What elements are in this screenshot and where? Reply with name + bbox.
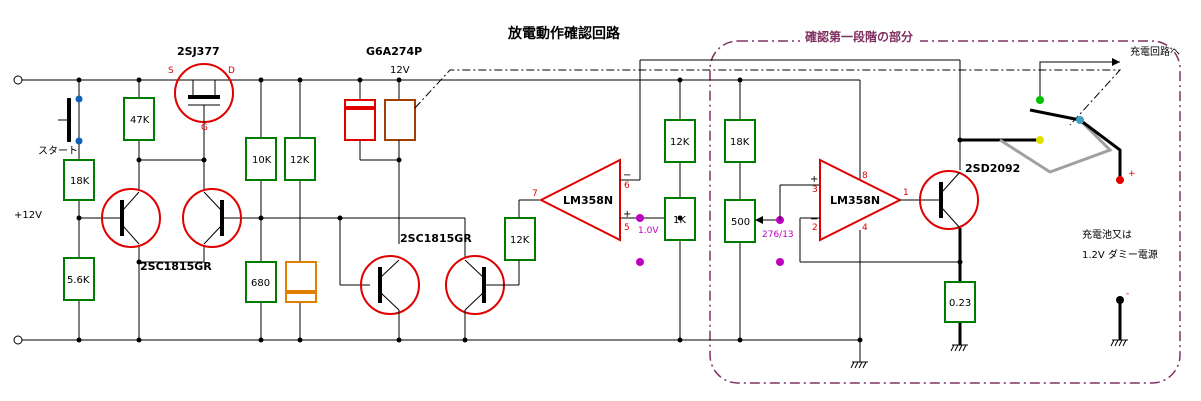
relay-link-dashed [414,69,1122,126]
svg-text:5.6K: 5.6K [67,275,90,286]
svg-text:8: 8 [862,171,868,181]
resistor-18k-a: 18K [63,159,95,201]
q-out-label: 2SD2092 [965,162,1020,175]
svg-text:1: 1 [903,188,909,198]
svg-text:−: − [623,170,631,181]
opamp-2: LM358N 3 2 8 4 1 + − [810,158,909,242]
ground-sense [950,344,968,352]
svg-text:4: 4 [862,223,868,233]
probe-1v [636,214,644,222]
battery-minus: - [1126,289,1129,299]
svg-text:18K: 18K [730,137,750,148]
resistor-023: 0.23 [944,281,976,323]
fet-2sj377: S D G [168,63,235,190]
probe-gnd-1 [636,258,644,266]
resistor-12k-b: 12K [664,119,696,163]
q-mid-label: 2SC1815GR [400,232,472,245]
resistor-1k: 1K [664,197,696,241]
supply-label: +12V [14,210,42,221]
diagram-title: 放電動作確認回路 [507,25,621,42]
svg-text:680: 680 [251,278,270,289]
transistor-2sd2092 [919,170,979,230]
opamp-1: LM358N 7 6 5 − + [532,158,631,242]
svg-text:7: 7 [532,189,538,199]
transistor-q2 [182,188,242,248]
resistor-47k: 47K [123,97,155,141]
svg-text:+: + [810,174,818,185]
svg-text:12K: 12K [670,137,690,148]
svg-text:+: + [623,209,631,220]
svg-text:−: − [810,214,818,225]
svg-text:500: 500 [731,217,750,228]
relay-label: G6A274P [366,45,422,58]
battery-label-1: 充電池又は [1082,228,1132,241]
battery-plus: + [1128,169,1136,179]
svg-text:LM358N: LM358N [830,194,880,207]
wire-charge-path [1039,61,1120,100]
resistor-18k-b: 18K [724,119,756,163]
svg-text:0.23: 0.23 [949,298,971,309]
section-box [709,40,1181,384]
relay-g6a274p [344,80,416,244]
svg-text:6: 6 [624,181,630,191]
battery-ground [1110,296,1128,347]
svg-text:2: 2 [812,223,818,233]
transistor-q3 [360,255,420,315]
rail-12v-label: 12V [390,65,410,76]
svg-text:1K: 1K [673,215,686,226]
svg-text:G: G [201,123,208,133]
resistor-10k: 10K [245,137,277,181]
charge-path-arrow [1112,58,1120,66]
svg-text:LM358N: LM358N [563,194,613,207]
start-label: スタート [38,145,78,157]
resistor-680: 680 [245,261,277,303]
resistor-12k-c: 12K [504,217,536,261]
svg-text:5: 5 [624,223,630,233]
svg-text:18K: 18K [70,176,90,187]
q-left-label: 2SC1815GR [140,260,212,273]
resistor-5k6: 5.6K [63,257,95,301]
svg-text:47K: 47K [130,115,150,126]
resistor-500: 500 [724,199,756,243]
capacitor [285,261,317,303]
transistor-q1 [101,188,161,248]
start-switch[interactable]: スタート [38,80,83,160]
section-label: 確認第一段階の部分 [805,29,913,44]
probe-gnd-2 [776,258,784,266]
svg-text:3: 3 [812,185,818,195]
svg-text:12K: 12K [290,155,310,166]
svg-text:S: S [168,66,174,76]
svg-text:D: D [228,66,235,76]
battery-label-2: 1.2V ダミー電源 [1082,248,1158,261]
charge-path-label: 充電回路へ [1130,45,1180,58]
fet-label: 2SJ377 [177,45,220,58]
section-label-bg [800,28,920,44]
voltage-ref: 1.0V [638,226,659,236]
svg-text:12K: 12K [510,235,530,246]
junction-dots [76,77,963,343]
svg-text:10K: 10K [252,155,272,166]
resistor-12k-a: 12K [284,137,316,181]
voltage-ratio: 276/13 [762,230,794,240]
relay-contacts [999,96,1124,184]
tap-arrow [755,216,763,224]
